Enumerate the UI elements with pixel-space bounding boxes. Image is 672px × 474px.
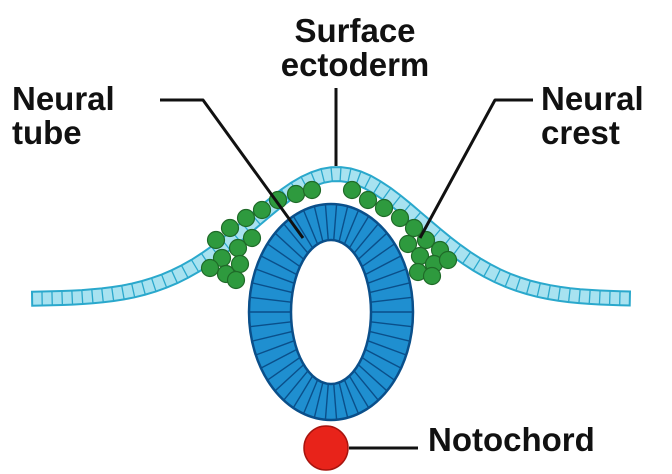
neural-tube bbox=[249, 204, 413, 420]
neural-crest-label-line1: Neural bbox=[541, 82, 644, 116]
neural-tube-label-line1: Neural bbox=[12, 82, 115, 116]
surface-ectoderm-label: Surface ectoderm bbox=[250, 14, 460, 82]
neural-crest-cell bbox=[440, 252, 457, 269]
neural-crest-cell bbox=[304, 182, 321, 199]
neural-crest-leader bbox=[420, 100, 533, 238]
ectoderm-cell-wall bbox=[599, 291, 600, 305]
neural-crest-cell bbox=[254, 202, 271, 219]
neural-tube-leader bbox=[160, 100, 303, 238]
neural-crest-label-line2: crest bbox=[541, 116, 644, 150]
neural-crest-cell bbox=[344, 182, 361, 199]
neural-crest-cell bbox=[376, 200, 393, 217]
neural-crest-cell bbox=[222, 220, 239, 237]
notochord-label-line1: Notochord bbox=[428, 423, 595, 457]
surface-ectoderm-label-line2: ectoderm bbox=[250, 48, 460, 82]
ectoderm-cell-wall bbox=[340, 167, 341, 181]
neural-tube-lumen bbox=[291, 240, 371, 384]
neural-crest-cell bbox=[228, 272, 245, 289]
neural-crest-cell bbox=[244, 230, 261, 247]
neural-crest-cell bbox=[238, 210, 255, 227]
notochord-circle bbox=[304, 426, 348, 470]
neural-tube-label-line2: tube bbox=[12, 116, 115, 150]
surface-ectoderm-label-line1: Surface bbox=[250, 14, 460, 48]
neural-tube-label: Neural tube bbox=[12, 82, 115, 150]
neural-crest-cell bbox=[232, 256, 249, 273]
neural-crest-cell bbox=[424, 268, 441, 285]
neural-crest-label: Neural crest bbox=[541, 82, 644, 150]
notochord-label: Notochord bbox=[428, 423, 595, 457]
ectoderm-cell-wall bbox=[72, 291, 73, 305]
ectoderm-cell-wall bbox=[610, 291, 611, 305]
neural-crest-cell bbox=[360, 192, 377, 209]
ectoderm-cell-wall bbox=[82, 290, 83, 304]
neural-crest-cell bbox=[202, 260, 219, 277]
notochord bbox=[304, 426, 348, 470]
neural-crest-cell bbox=[208, 232, 225, 249]
neural-crest-cell bbox=[288, 186, 305, 203]
